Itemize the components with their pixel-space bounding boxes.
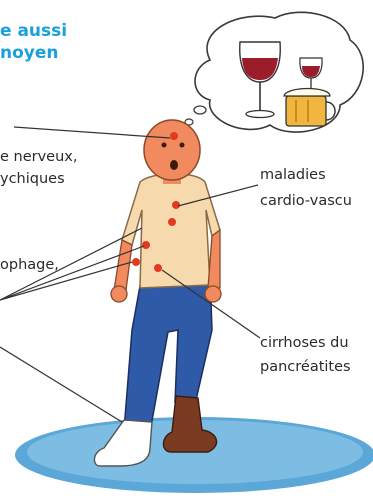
label-cardio: maladies cardio-vascu <box>260 166 352 210</box>
label-liver: cirrhoses du pancréatites <box>260 334 351 376</box>
lesion-esophagus <box>142 241 150 249</box>
lesion-stomach <box>132 258 140 266</box>
leader-nervous <box>14 127 170 138</box>
lesion-chest <box>168 218 176 226</box>
label-esophagus: ophage, <box>0 256 59 274</box>
lesion-heart <box>172 201 180 209</box>
leader-cast <box>0 347 122 422</box>
person-figure <box>94 120 221 466</box>
label-nervous-system: e nerveux, ychiques <box>0 148 77 188</box>
lesion-liver <box>154 264 162 272</box>
lesion-brain <box>170 132 178 140</box>
